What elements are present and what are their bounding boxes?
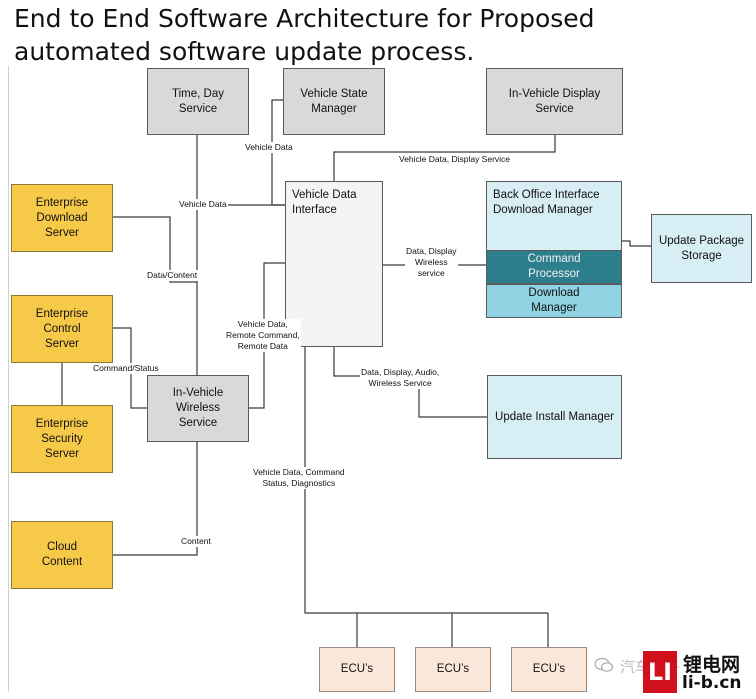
connector-cloud [113,442,198,556]
vehicle-data-interface-box: Vehicle Data Interface [285,181,383,347]
label-data-content: Data/Content [146,270,199,281]
label-command-status: Command/Status [92,363,160,374]
watermark-logo: LI [643,651,677,693]
diagram-frame [8,66,753,692]
ecu-box-3: ECU’s [511,647,587,692]
connector-download-server [113,216,197,283]
label-vehicle-data-remote: Vehicle Data, Remote Command, Remote Dat… [225,319,301,352]
diagram-title-line-1: End to End Software Architecture for Pro… [14,4,595,33]
ecu-box-1: ECU’s [319,647,395,692]
label-vehicle-data-left: Vehicle Data [178,199,228,210]
command-processor-box: Command Processor [486,250,622,284]
label-content: Content [180,536,212,547]
label-data-display-wireless: Data, Display Wireless service [405,246,458,279]
vehicle-state-manager-box: Vehicle State Manager [283,68,385,135]
ecu-box-2: ECU’s [415,647,491,692]
update-package-storage-box: Update Package Storage [651,214,752,283]
watermark-text-chinese: 锂电网 [683,654,741,676]
label-vehicle-data-top: Vehicle Data [244,142,294,153]
enterprise-control-server-box: Enterprise Control Server [11,295,113,363]
diagram-title-line-2: automated software update process. [14,37,475,66]
label-vehicle-data-display-service: Vehicle Data, Display Service [398,154,512,165]
connector-backoffice-storage [622,240,651,247]
watermark-text-url: li-b.cn [682,673,742,693]
label-data-display-audio: Data, Display, Audio, Wireless Service [360,367,441,389]
connector-vdi-ecu [304,347,548,614]
label-vehicle-data-command: Vehicle Data, Command Status, Diagnostic… [252,467,346,489]
enterprise-security-server-box: Enterprise Security Server [11,405,113,473]
in-vehicle-display-service-box: In-Vehicle Display Service [486,68,623,135]
in-vehicle-wireless-service-box: In-Vehicle Wireless Service [147,375,249,442]
connector-display-vdi [333,135,556,181]
cloud-content-box: Cloud Content [11,521,113,589]
time-day-service-box: Time, Day Service [147,68,249,135]
wechat-icon [594,657,614,673]
enterprise-download-server-box: Enterprise Download Server [11,184,113,252]
download-manager-box: Download Manager [486,284,622,318]
update-install-manager-box: Update Install Manager [487,375,622,459]
